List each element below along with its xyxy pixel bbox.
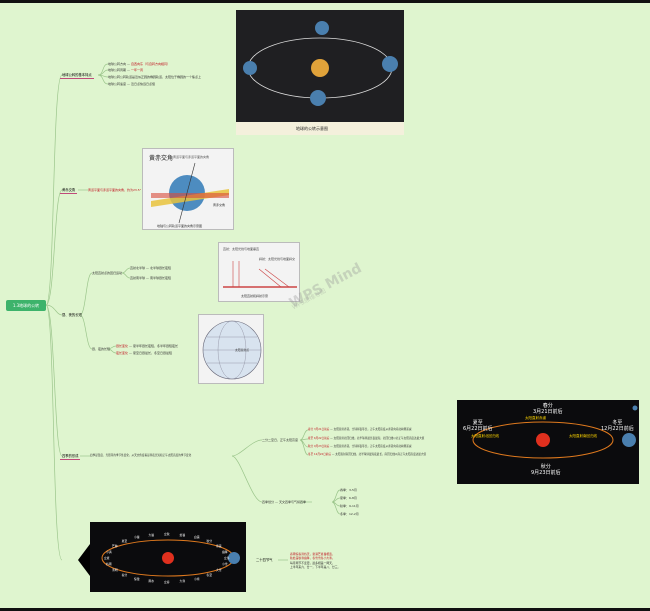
- solar-term-label: 小满: [106, 549, 112, 554]
- topic-solar-terms[interactable]: 二十四节气: [256, 558, 273, 562]
- solar-term-label: 白露: [194, 535, 200, 540]
- autumn-months[interactable]: 秋季：9-11月: [340, 504, 359, 508]
- obliquity-definition[interactable]: 黄道平面与赤道平面的夹角，约为23.5°: [88, 188, 142, 192]
- direct-ray-label: 直射：太阳光线与地面垂直: [223, 247, 260, 251]
- solar-term-label: 霜降: [221, 549, 228, 554]
- solar-term-label: 春分: [121, 572, 128, 577]
- solar-term-label: 处暑: [179, 532, 186, 537]
- equator-label: 太阳直射赤道: [525, 416, 546, 420]
- earth-icon: [310, 90, 326, 106]
- topic-day-length[interactable]: 昼、夜的长短: [62, 313, 82, 317]
- solar-term-label: 雨水: [148, 579, 155, 584]
- orbit-caption: 地球的公转示意图: [296, 126, 328, 131]
- obliquity-caption: 地轴与公转轨道平面的夹角示意图: [157, 224, 203, 228]
- obliquity-diagram-image: 黄赤交角 黄道平面与赤道平面的夹角 黄赤交角 地轴与公转轨道平面的夹角示意图: [142, 148, 234, 230]
- solar-term-label: 小寒: [194, 576, 200, 581]
- topic-orbit-features[interactable]: 地球公转的基本特点: [60, 73, 94, 79]
- solar-term-label: 大寒: [179, 579, 186, 584]
- obliquity-subtitle: 黄道平面与赤道平面的夹角: [173, 155, 210, 159]
- obliquity-title: 黄赤交角: [149, 155, 174, 162]
- solar-term-label: 立春: [164, 580, 170, 584]
- sun-icon: [311, 59, 329, 77]
- day-length-change-node[interactable]: 昼、夜的长短: [92, 347, 111, 351]
- solar-term-label: 芒种: [112, 544, 118, 548]
- solar-terms-rhyme-1[interactable]: 春雨惊春清谷天，夏满芒夏暑相连，: [290, 552, 335, 556]
- summer-solstice-row[interactable]: 夏至 6月22日前后 — 太阳直射北回归线，北半球昼最长夜最短，北回归线以北正午…: [308, 437, 425, 440]
- solar-term-label: 秋分: [206, 539, 213, 544]
- day-length-node[interactable]: 昼长变化 — 夏半年昼长夜短，冬半年昼短夜长: [116, 344, 178, 348]
- solar-term-label: 小暑: [134, 535, 140, 540]
- orbit-direction-node[interactable]: 地球公转方向 — 自西向东（与自转方向相同）: [108, 62, 170, 66]
- spring-equinox-row[interactable]: 春分 3月21日前后 — 太阳直射赤道，全球昼夜等长，正午太阳高度从赤道向南北两…: [308, 428, 412, 431]
- solar-term-label: 谷雨: [106, 562, 112, 567]
- south-tropic-label: 太阳直射南回归线: [569, 434, 597, 438]
- topic-seasons[interactable]: 四季的形成: [60, 454, 81, 460]
- north-direct-node[interactable]: 直射北半球 — 北半球昼长夜短: [130, 266, 171, 270]
- earth-icon: [632, 405, 638, 411]
- solstice-equinox-node[interactable]: 二分二至日，正午太阳高度: [262, 438, 299, 442]
- globe-diagram-image: 太阳直射点: [198, 314, 264, 384]
- earth-icon: [243, 61, 257, 75]
- rays-caption: 太阳直射和斜射示意: [241, 294, 269, 298]
- obliquity-angle-label: 黄赤交角: [213, 203, 226, 207]
- earth-icon: [382, 56, 398, 72]
- topic-obliquity[interactable]: 黄赤交角: [60, 188, 78, 194]
- oblique-ray-label: 斜射：太阳光线与地面斜交: [259, 257, 296, 261]
- solar-term-label: 立冬: [224, 556, 230, 560]
- subsolar-migration-node[interactable]: 太阳直射点的回归运动: [92, 271, 123, 275]
- solar-term-label: 冬至: [206, 572, 213, 577]
- root-topic[interactable]: 1.3地球的公转: [6, 300, 46, 311]
- solar-terms-rhyme-2[interactable]: 秋处露秋寒霜降，冬雪雪冬小大寒。: [290, 556, 335, 560]
- sun-icon: [162, 552, 174, 564]
- north-tropic-label: 太阳直射北回归线: [471, 434, 499, 438]
- seasons-definition[interactable]: 四季是温度、光照等的季节性变化，从天文角度看是昼夜长短和正午太阳高度的季节变化: [90, 454, 192, 457]
- solar-term-label: 大暑: [148, 532, 155, 537]
- season-division-node[interactable]: 四季划分 — 天文四季与气候四季: [262, 500, 306, 504]
- solar-term-label: 大雪: [215, 568, 222, 572]
- rays-diagram-image: 直射：太阳光线与地面垂直 斜射：太阳光线与地面斜交 太阳直射和斜射示意: [218, 242, 300, 302]
- night-length-node[interactable]: 夜长变化 — 夏至日昼最长，冬至日昼最短: [116, 351, 172, 355]
- solar-term-label: 立夏: [104, 556, 110, 560]
- solar-terms-rhyme-4[interactable]: 上半年来六、廿一，下半年是八、廿三。: [290, 565, 341, 569]
- solar-term-label: 夏至: [121, 539, 128, 544]
- solar-term-label: 寒露: [215, 544, 222, 548]
- winter-solstice-row[interactable]: 冬至 12月22日前后 — 太阳直射南回归线，北半球昼最短夜最长，南回归线以南正…: [308, 453, 427, 456]
- south-direct-node[interactable]: 直射南半球 — 南半球昼长夜短: [130, 276, 171, 280]
- summer-months[interactable]: 夏季：6-8月: [340, 496, 357, 500]
- earth-icon: [228, 552, 240, 564]
- winter-months[interactable]: 冬季：12-2月: [340, 512, 359, 516]
- orbit-shape-node[interactable]: 地球公转公转轨道是近似正圆的椭圆轨道，太阳位于椭圆的一个焦点上: [108, 75, 202, 79]
- autumn-equinox-row[interactable]: 秋分 9月23日前后 — 太阳直射赤道，全球昼夜等长，正午太阳高度从赤道向南北两…: [308, 445, 412, 448]
- solar-term-label: 立秋: [164, 532, 170, 536]
- solar-terms-diagram-image: 立春 雨水 惊蛰 春分清明谷雨 立夏 小满芒种夏至 小暑 大暑 立秋 处暑白露秋分寒露霜降立冬小雪…: [90, 522, 246, 592]
- solar-terms-rhyme-3[interactable]: 每月两节不变更，最多相差一两天，: [290, 561, 335, 565]
- earth-icon: [622, 433, 636, 447]
- orbit-speed-node[interactable]: 地球公转速度 — 近日点快远日点慢: [108, 82, 155, 86]
- solar-term-label: 清明: [112, 568, 118, 572]
- solar-term-label: 小雪: [221, 562, 228, 567]
- drag-handle-icon[interactable]: [76, 540, 96, 580]
- earth-icon: [315, 21, 329, 35]
- spring-months[interactable]: 春季：3-5月: [340, 488, 357, 492]
- orbit-period-node[interactable]: 地球公转周期 — 一年一周: [108, 68, 143, 72]
- solar-term-label: 惊蛰: [134, 576, 140, 581]
- subsolar-point-label: 太阳直射点: [235, 348, 249, 352]
- sun-icon: [536, 433, 550, 447]
- orbit-diagram-image: 地球的公转示意图: [236, 10, 404, 135]
